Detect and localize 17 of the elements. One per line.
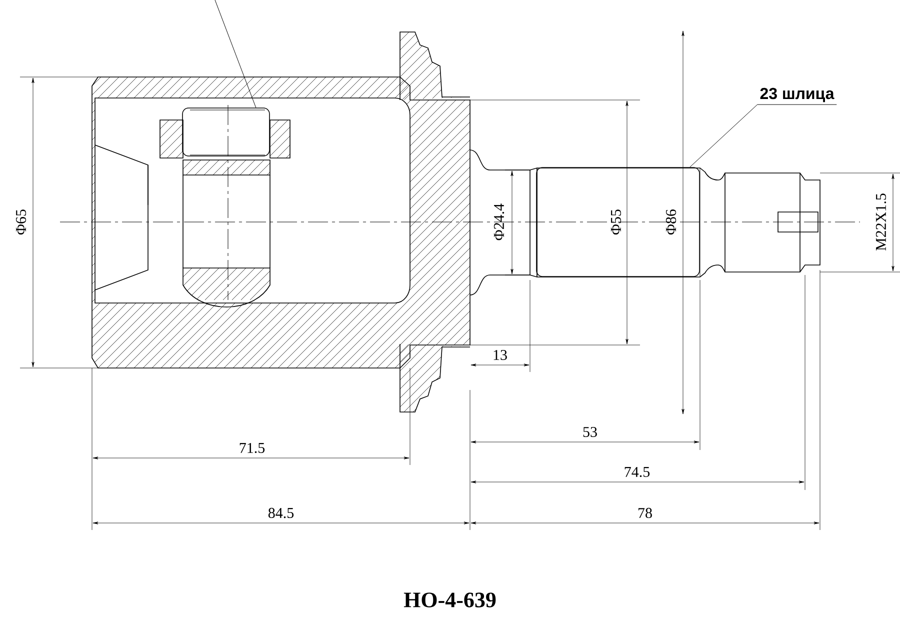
dimension-label: Φ24.4	[494, 204, 504, 240]
dimension-label: Φ55	[611, 210, 621, 235]
dimension-label: M22X1.5	[876, 194, 886, 251]
dimension-label: 74.5	[624, 466, 650, 478]
dimension-label: 71.5	[240, 442, 265, 454]
dimension-label: 84.5	[268, 508, 294, 518]
dimension-label: 53	[583, 426, 597, 438]
roller	[182, 108, 270, 156]
leader-line	[690, 104, 837, 168]
dimension-label: Φ86	[666, 209, 676, 235]
callout-text: 23 шлица	[760, 88, 834, 102]
dimension-label: 78	[638, 508, 652, 518]
dimension-label: 13	[494, 350, 507, 360]
part-number: HO-4-639	[404, 592, 496, 608]
leader-line	[214, 0, 256, 108]
dimension-label: Φ65	[16, 210, 26, 235]
spline-section	[536, 167, 700, 277]
